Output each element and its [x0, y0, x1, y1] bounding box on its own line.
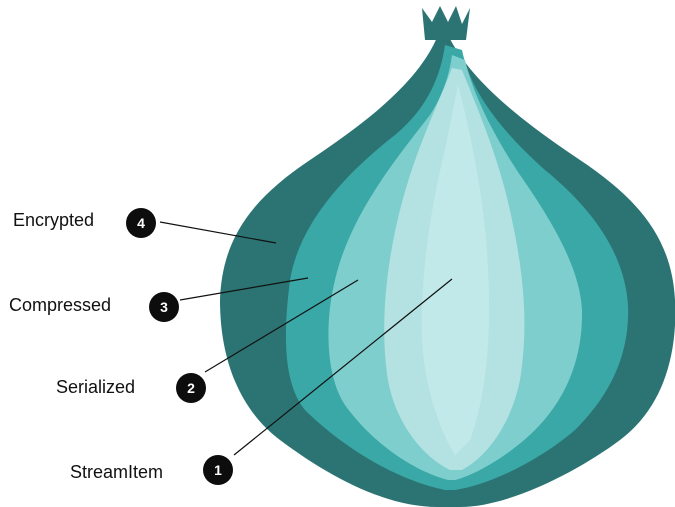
label-encrypted: Encrypted — [13, 210, 94, 231]
onion-stem-icon — [422, 6, 470, 40]
label-streamitem: StreamItem — [70, 462, 163, 483]
badge-2: 2 — [176, 373, 206, 403]
label-compressed: Compressed — [9, 295, 111, 316]
label-serialized: Serialized — [56, 377, 135, 398]
badge-4: 4 — [126, 208, 156, 238]
badge-1: 1 — [203, 455, 233, 485]
badge-3: 3 — [149, 292, 179, 322]
